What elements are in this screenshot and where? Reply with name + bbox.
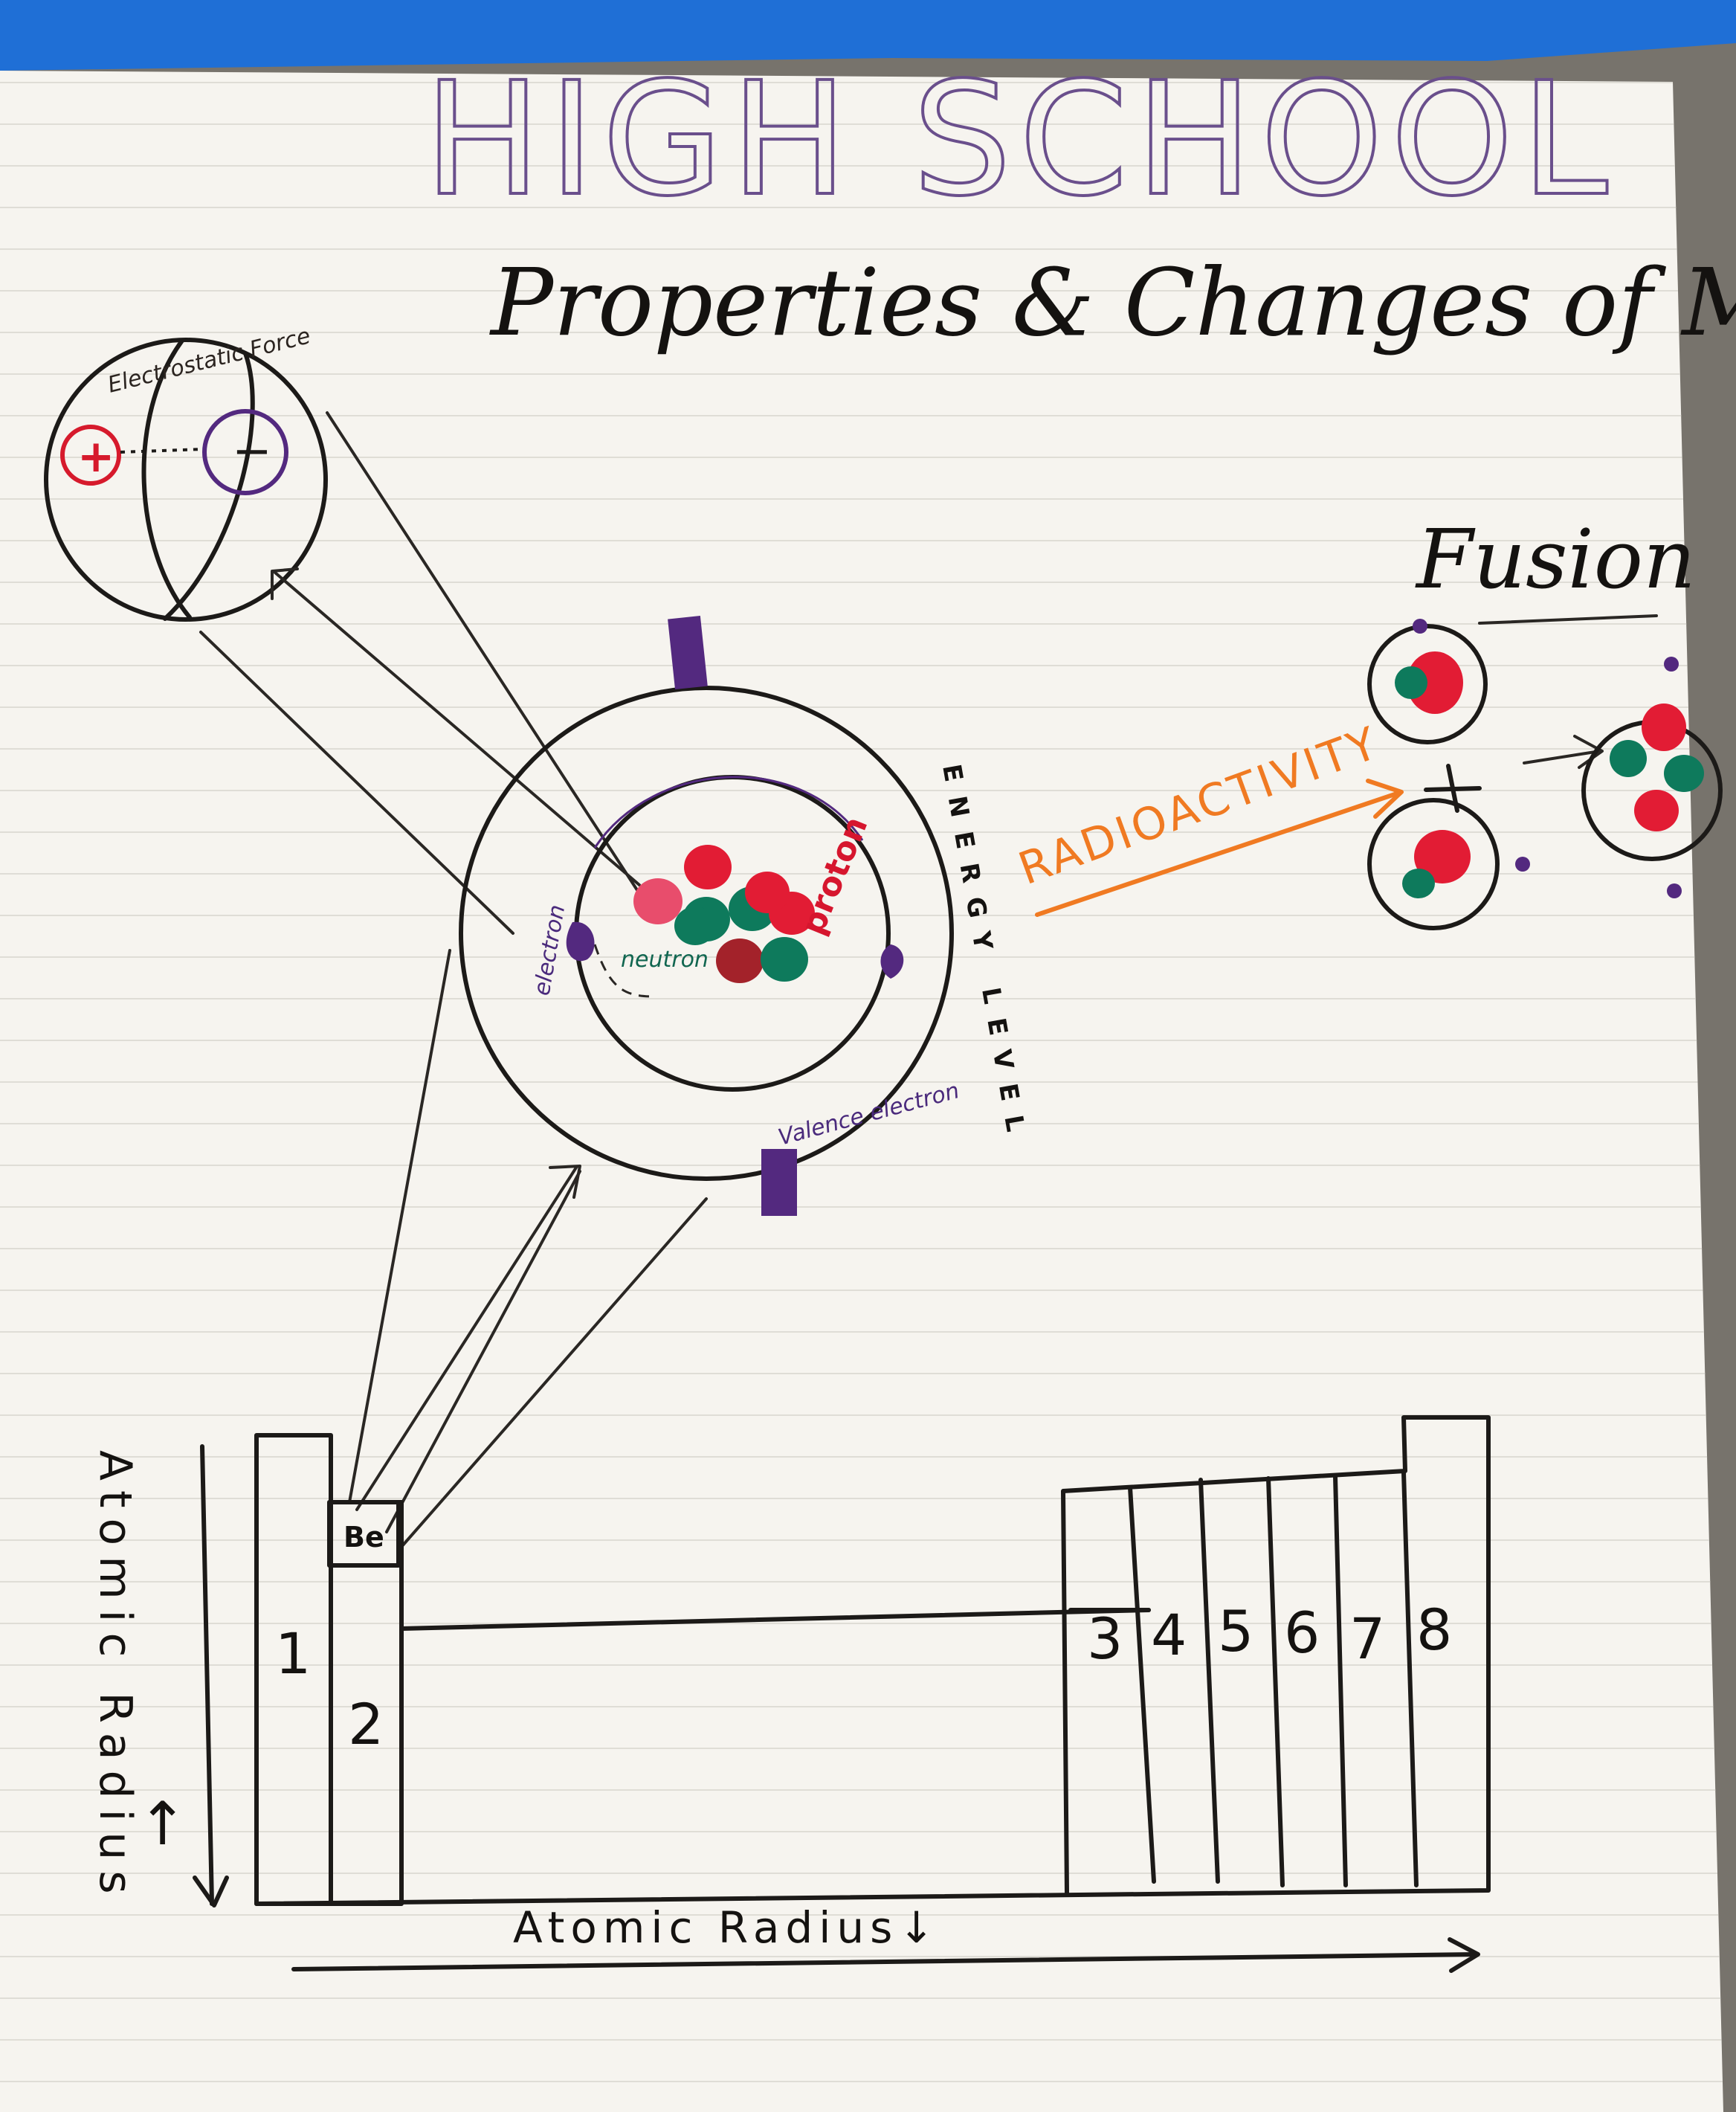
table-to-atom-line-a [348,949,451,1504]
electron-dot [1664,657,1679,672]
inset-curve-right [163,351,255,621]
fusion-plus-horizontal [1424,786,1482,792]
table-to-atom-arrow [355,1166,578,1511]
proton-particle [684,845,732,889]
group-divider [1266,1476,1285,1887]
group-divider [1401,1470,1419,1887]
group-label-4: 4 [1151,1602,1187,1668]
fusion-section: Fusion [1367,512,1723,930]
proton-particle [745,872,790,913]
horizontal-axis-arrow [291,1952,1478,1971]
positive-charge-symbol: + [77,431,114,483]
vertical-axis-arrow [200,1444,214,1906]
group-label-5: 5 [1218,1598,1253,1664]
negative-charge-symbol: − [232,424,272,479]
zoom-arrow-head [271,567,299,600]
group-label-3: 3 [1087,1606,1123,1672]
proton-particle [1414,830,1471,883]
fusion-title: Fusion [1415,512,1696,607]
electron-dot [1667,883,1682,898]
blue-tape [0,0,1736,71]
group-divider [1198,1478,1220,1884]
vertical-axis-label: Atomic Radius [89,1450,141,1905]
proton-particle [1642,704,1686,751]
vertical-axis-arrow-head [193,1876,229,1907]
title-properties-changes: Properties & Changes of Matter [489,249,1736,357]
neutron-particle [1402,869,1435,898]
radioactivity-arrow-shaft [1035,791,1401,917]
valence-electron-top [668,615,708,690]
table-to-atom-arrow-head [549,1165,581,1199]
table-base [254,1415,1491,1906]
fusion-atom-2 [1367,798,1500,930]
neutron-particle [1395,666,1427,699]
vertical-axis-up-arrow: ↑ [138,1789,187,1858]
inset-circle [44,338,328,622]
table-to-atom-line-c [400,1197,708,1548]
zoom-line-lower [199,631,514,935]
neutron-particle [1664,755,1704,792]
electron-left [566,921,595,962]
zoom-arrow [271,567,641,886]
element-box-symbol: Be [343,1521,384,1554]
group-divider [1333,1474,1348,1887]
group-label-1: 1 [275,1620,311,1687]
title-high-school: HIGH SCHOOL [424,48,1616,231]
fusion-underline [1478,614,1658,625]
periodic-table-outline: Be 1 2 3 4 5 6 7 8 Atomic Radius ↑ Atomi… [89,949,1491,1973]
proton-particle [1407,651,1463,714]
group-label-2: 2 [348,1691,384,1757]
table-to-atom-line-b [385,1170,581,1533]
electron-dot [1413,619,1427,634]
neutron-particle [761,937,808,982]
positive-charge-circle [60,425,121,486]
electron-dot [1515,857,1530,872]
neutron-particle [1610,740,1647,777]
element-box [327,1500,401,1568]
group-label-8: 8 [1416,1597,1452,1663]
proton-particle [716,939,764,983]
transition-metal-band [399,1608,1151,1631]
neutron-particle [674,907,716,945]
purple-sketch-arc [593,776,864,849]
fusion-arrow-shaft [1523,750,1601,764]
negative-charge-circle [202,409,288,495]
electron-right [880,944,904,979]
proton-particle [1634,790,1679,831]
horizontal-axis-arrow-head [1448,1937,1480,1973]
neutron-label: neutron [621,947,709,973]
nucleus [633,845,815,983]
fusion-arrow-head [1573,735,1604,769]
outer-energy-level [459,686,954,1181]
valence-electron-bottom [761,1149,797,1216]
proton-particle [633,878,683,924]
radioactivity-arrow-head [1366,779,1404,819]
group-divider [1128,1485,1156,1884]
orbit-sketch-arc [593,944,655,998]
zoom-arrow-shaft [274,571,641,886]
inset-curve-left [141,338,192,619]
group-label-6: 6 [1284,1600,1320,1666]
force-dotted-line [120,448,203,454]
horizontal-axis-label: Atomic Radius↓ [513,1902,940,1953]
paper-ruled-lines [0,71,1723,2112]
group-label-7: 7 [1349,1606,1385,1672]
